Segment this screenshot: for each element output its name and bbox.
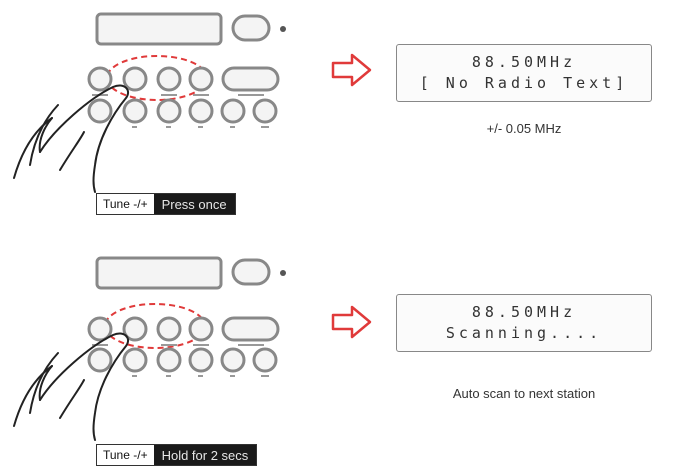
display-frequency: 88.50MHz [471,303,577,321]
right-arrow-icon [331,53,372,87]
pointing-finger-icon [13,332,130,441]
knob-icon [231,14,271,42]
action-label: Tune -/+ Hold for 2 secs [96,444,258,466]
radio-display: 88.50MHz [ No Radio Text] [396,44,652,102]
key-name: Tune -/+ [97,194,154,214]
radio-display: 88.50MHz Scanning.... [396,294,652,352]
knob-icon [231,258,271,286]
instruction-panel-press: Tune -/+ Press once 88.50MHz [ No Radio … [0,0,690,235]
right-arrow-icon [331,305,372,339]
action-instruction: Press once [153,194,235,214]
pointing-finger-icon [13,84,130,193]
display-caption: +/- 0.05 MHz [486,121,562,136]
display-frequency: 88.50MHz [471,53,577,71]
instruction-panel-hold: Tune -/+ Hold for 2 secs 88.50MHz Scanni… [0,236,690,471]
display-status: [ No Radio Text] [419,74,629,92]
display-caption: Auto scan to next station [452,386,596,401]
display-status: Scanning.... [445,324,603,342]
radio-keypad-icon [13,256,286,441]
action-instruction: Hold for 2 secs [153,445,257,465]
key-name: Tune -/+ [97,445,154,465]
radio-keypad-icon [13,12,286,193]
action-label: Tune -/+ Press once [96,193,236,215]
